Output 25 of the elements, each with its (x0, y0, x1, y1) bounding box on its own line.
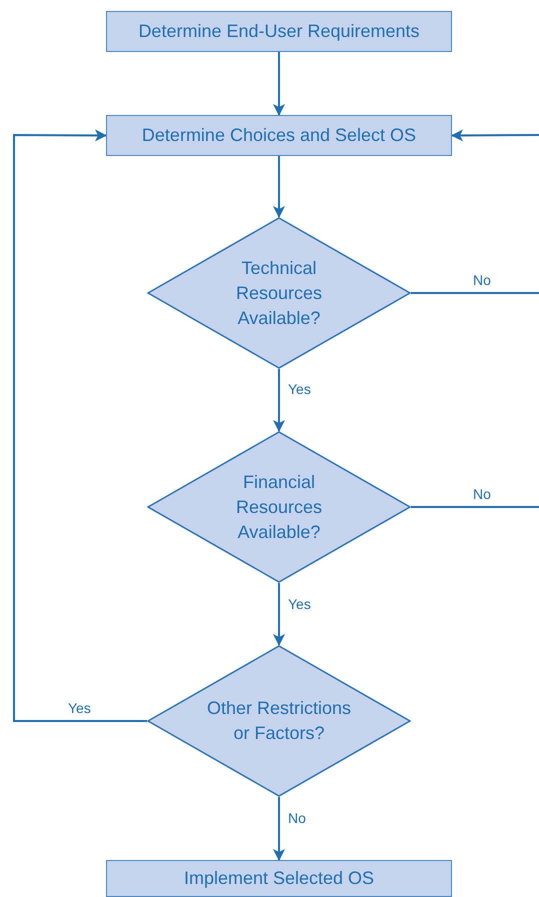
process-box (106, 115, 452, 156)
node-text: Technical Resources Available? (234, 256, 324, 330)
arrow (273, 369, 285, 432)
edge-label: Yes (287, 381, 312, 397)
edge-label: No (472, 272, 492, 288)
node-text: Financial Resources Available? (234, 470, 324, 544)
arrow (273, 156, 285, 218)
arrow (273, 52, 285, 116)
node-text: Determine Choices and Select OS (142, 124, 416, 147)
decision-diamond (147, 645, 411, 797)
arrow (273, 583, 285, 646)
edge-label: Yes (287, 596, 312, 612)
process-box (106, 860, 452, 897)
node-text: Other Restrictions or Factors? (206, 697, 352, 745)
node-text: Determine End-User Requirements (138, 20, 420, 43)
decision-diamond (147, 217, 411, 369)
edge-label: No (472, 486, 492, 502)
edge-label: Yes (67, 700, 92, 716)
arrow (13, 129, 147, 722)
decision-diamond (147, 431, 411, 583)
process-box (106, 11, 452, 52)
edge-label: No (287, 810, 307, 826)
arrow (273, 797, 285, 861)
arrow (451, 129, 539, 142)
node-text: Implement Selected OS (184, 867, 374, 890)
